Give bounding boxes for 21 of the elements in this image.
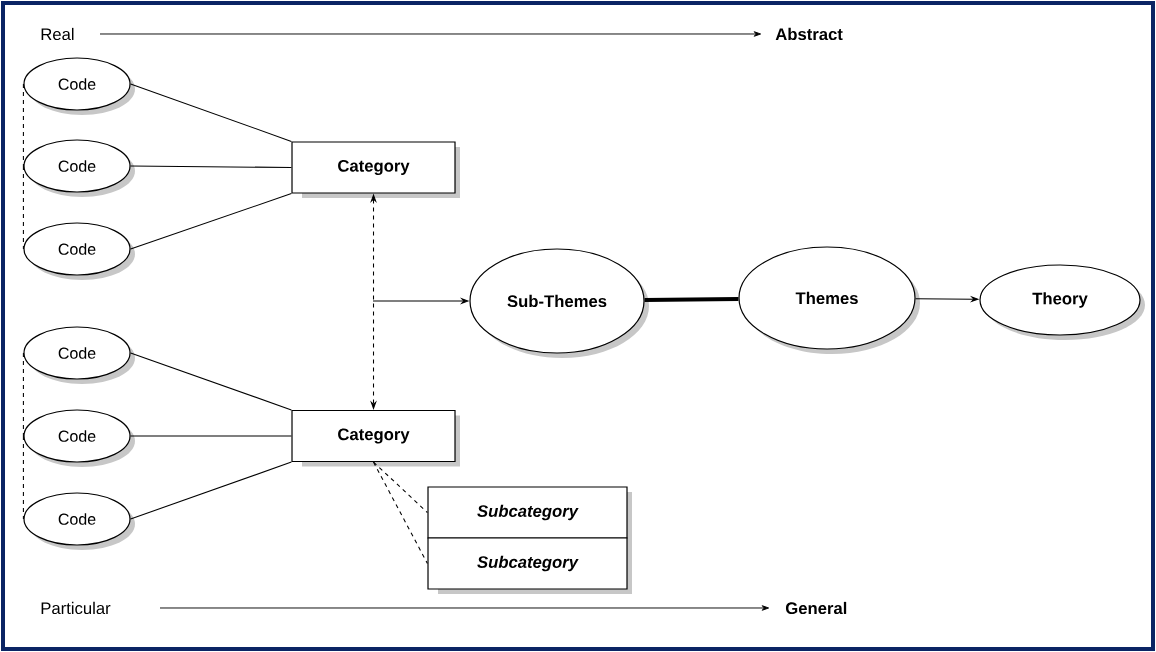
- axis-label: Abstract: [775, 27, 843, 41]
- connector-line: [22, 83, 24, 167]
- connector-line: [130, 352, 292, 411]
- connector-line: [130, 435, 292, 437]
- connector-line: [22, 435, 24, 520]
- connector-line: [644, 297, 739, 302]
- connector-line: [372, 461, 428, 514]
- connector-line: [130, 83, 292, 142]
- connector-line: [372, 461, 428, 565]
- category-box: Category: [291, 409, 460, 467]
- connector-line: [130, 461, 292, 520]
- subcategory-cell: Subcategory: [427, 486, 632, 543]
- connector-line: [130, 165, 292, 169]
- connector-line: [130, 193, 292, 250]
- connector-line: [22, 165, 24, 250]
- axis-label: Real: [41, 27, 74, 41]
- subcategory-cell: Subcategory: [427, 537, 632, 594]
- axis-label: Particular: [41, 601, 111, 615]
- axis-label: General: [785, 601, 847, 615]
- category-box: Category: [291, 141, 460, 198]
- connector-line: [22, 352, 24, 437]
